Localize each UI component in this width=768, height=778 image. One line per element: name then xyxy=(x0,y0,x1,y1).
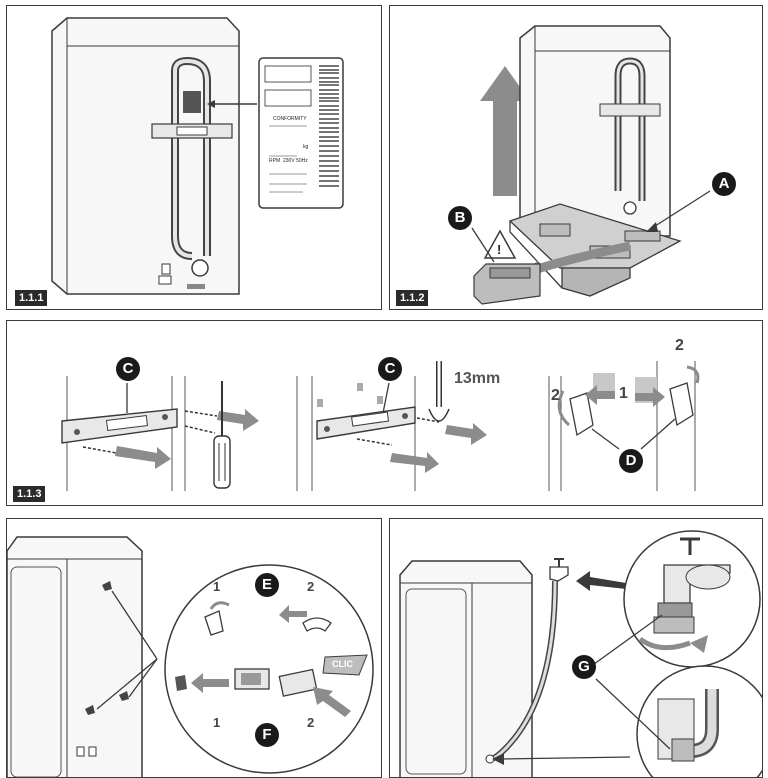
callout-e: E xyxy=(255,573,279,597)
washing-machine-rear-illustration xyxy=(51,17,344,295)
callout-g: G xyxy=(572,655,596,679)
callout-f: F xyxy=(255,723,279,747)
step-number-2-left: 2 xyxy=(551,387,560,404)
callout-a: A xyxy=(712,172,736,196)
cap-fitting-illustration xyxy=(7,536,374,777)
clic-label: CLIC xyxy=(332,659,353,669)
warning-icon: ! xyxy=(497,242,502,257)
label-line-rpm: RPM xyxy=(269,158,281,164)
panel-water-hose-connection: G xyxy=(389,518,763,778)
label-line-voltage: 230V 50Hz xyxy=(283,158,308,164)
panel-cap-fitting: CLIC E F 1 2 1 2 xyxy=(6,518,382,778)
callout-b: B xyxy=(448,206,472,230)
step-number-2-right: 2 xyxy=(675,337,684,354)
wrench-size-label: 13mm xyxy=(454,370,501,387)
step-number-1: 1 xyxy=(619,385,628,402)
step-label-1-1-2: 1.1.2 xyxy=(396,290,429,306)
callout-c-left: C xyxy=(116,357,140,381)
remove-transport-base-illustration xyxy=(471,25,711,305)
bracket-removal-illustration xyxy=(61,361,700,491)
callout-d: D xyxy=(619,449,643,473)
label-line-kg: kg xyxy=(303,144,309,150)
label-line-conformity: CONFORMITY xyxy=(273,116,307,122)
callout-c-right: C xyxy=(378,357,402,381)
step-label-1-1-3: 1.1.3 xyxy=(13,486,46,502)
step-label-1-1-1: 1.1.1 xyxy=(15,290,48,306)
water-hose-illustration xyxy=(399,530,762,777)
step-number-e2: 2 xyxy=(307,579,315,594)
step-number-f1: 1 xyxy=(213,715,221,730)
panel-1-1-3: C C 13mm 2 1 2 D 1.1.3 xyxy=(6,320,763,506)
step-number-f2: 2 xyxy=(307,715,315,730)
step-number-e1: 1 xyxy=(213,579,221,594)
panel-1-1-2: ! B A 1.1.2 xyxy=(389,5,763,310)
panel-1-1-1: CONFORMITY kg RPM 230V 50Hz 1.1.1 xyxy=(6,5,382,310)
